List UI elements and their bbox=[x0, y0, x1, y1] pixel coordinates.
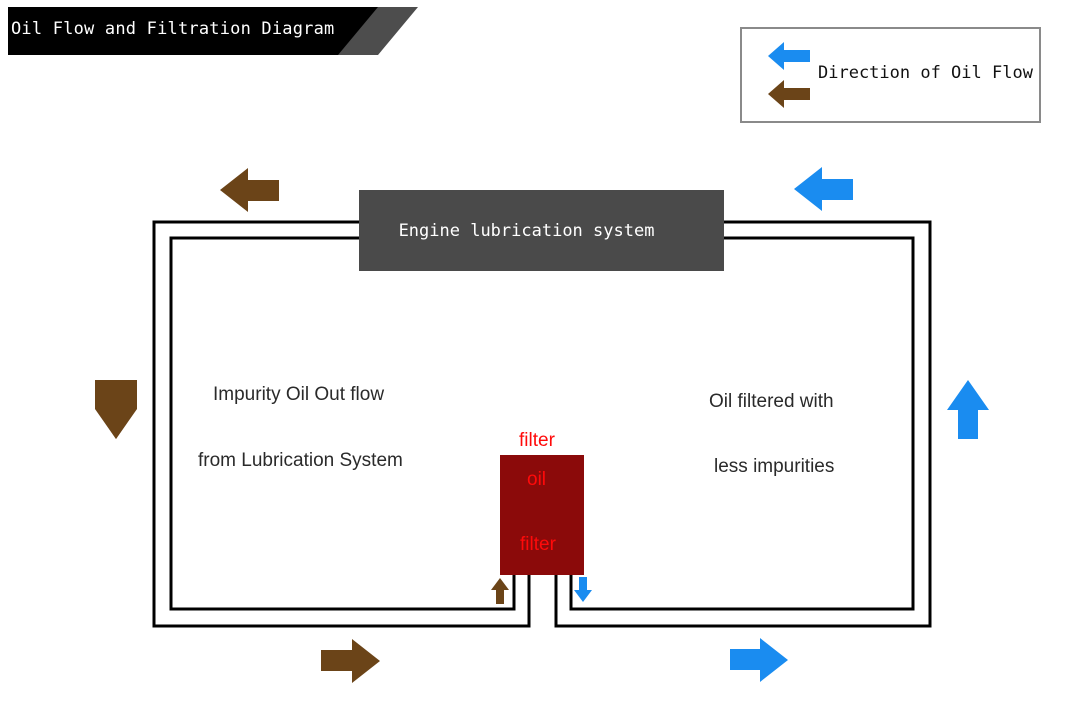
clean-oil-arrow-icon bbox=[730, 638, 788, 682]
filter-top-label: filter bbox=[519, 430, 555, 451]
clean-oil-arrow-icon bbox=[574, 577, 592, 602]
legend: Direction of Oil Flow bbox=[740, 27, 1041, 123]
impure-oil-arrow-icon bbox=[95, 380, 137, 439]
filter-oil-label: oil bbox=[527, 469, 547, 490]
right-note-line2: less impurities bbox=[714, 456, 835, 477]
clean-oil-arrow-icon bbox=[947, 380, 989, 439]
engine-label: Engine lubrication system bbox=[398, 221, 655, 241]
clean-oil-arrow-icon bbox=[794, 167, 853, 211]
left-pipe-inner bbox=[169, 236, 516, 611]
legend-label: Direction of Oil Flow bbox=[818, 63, 1033, 83]
right-pipe-outer bbox=[554, 220, 932, 628]
diagram-title: Oil Flow and Filtration Diagram bbox=[11, 19, 335, 39]
left-pipe-outer bbox=[152, 220, 531, 628]
clean-oil-arrow-icon bbox=[768, 42, 810, 70]
left-note-line1: Impurity Oil Out flow bbox=[213, 384, 385, 405]
filter-bottom-label: filter bbox=[520, 534, 556, 555]
left-note-line2: from Lubrication System bbox=[198, 450, 403, 471]
oil-filter bbox=[500, 455, 584, 575]
right-note-line1: Oil filtered with bbox=[709, 391, 834, 412]
impure-oil-arrow-icon bbox=[768, 80, 810, 108]
title-banner: Oil Flow and Filtration Diagram bbox=[8, 7, 418, 55]
right-pipe-inner bbox=[569, 236, 915, 611]
title-banner-shape bbox=[8, 7, 418, 55]
impure-oil-arrow-icon bbox=[491, 578, 509, 604]
engine-lubrication-box: Engine lubrication system bbox=[359, 190, 724, 271]
impure-oil-arrow-icon bbox=[220, 168, 279, 212]
impure-oil-arrow-icon bbox=[321, 639, 380, 683]
